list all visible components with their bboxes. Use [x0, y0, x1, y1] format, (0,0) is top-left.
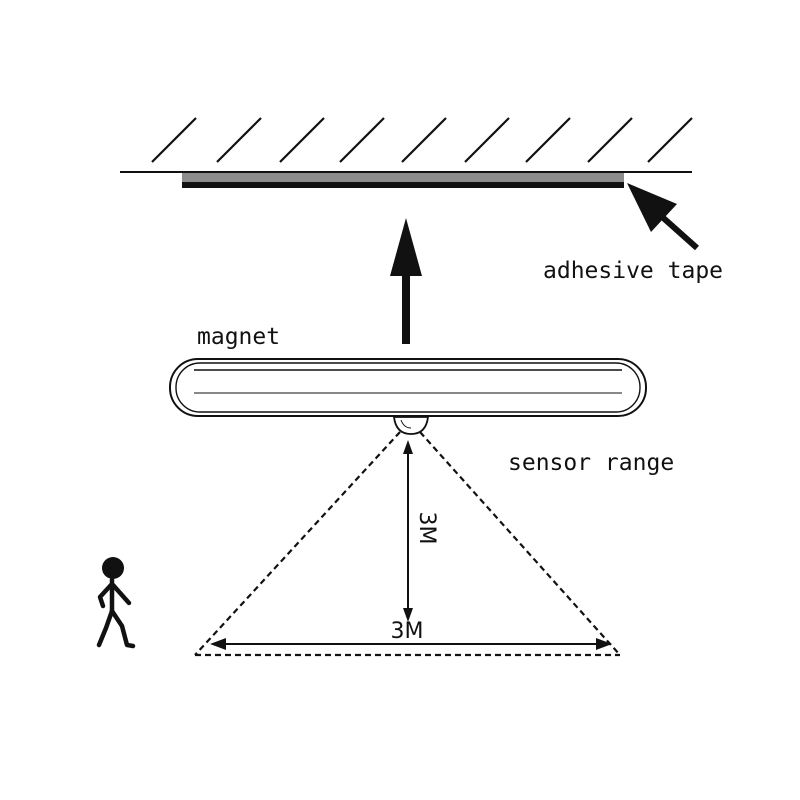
light-bar-icon — [169, 358, 647, 417]
adhesive-tape-strip — [182, 173, 624, 188]
adhesive-tape-label: adhesive tape — [543, 258, 723, 284]
walking-person-icon — [96, 557, 136, 649]
sensor-detection-cone — [194, 431, 621, 657]
hatched-ceiling-icon — [120, 117, 693, 173]
up-arrow-icon — [390, 218, 422, 344]
magnet-label: magnet — [197, 324, 280, 350]
width-distance-label: 3M — [391, 619, 424, 644]
sensor-range-label: sensor range — [508, 450, 674, 476]
height-distance-label: 3M — [414, 512, 439, 545]
width-dimension-arrow — [210, 638, 612, 650]
pointer-arrow-icon — [627, 183, 699, 251]
motion-sensor-icon — [392, 416, 430, 435]
height-dimension-arrow — [403, 440, 413, 622]
